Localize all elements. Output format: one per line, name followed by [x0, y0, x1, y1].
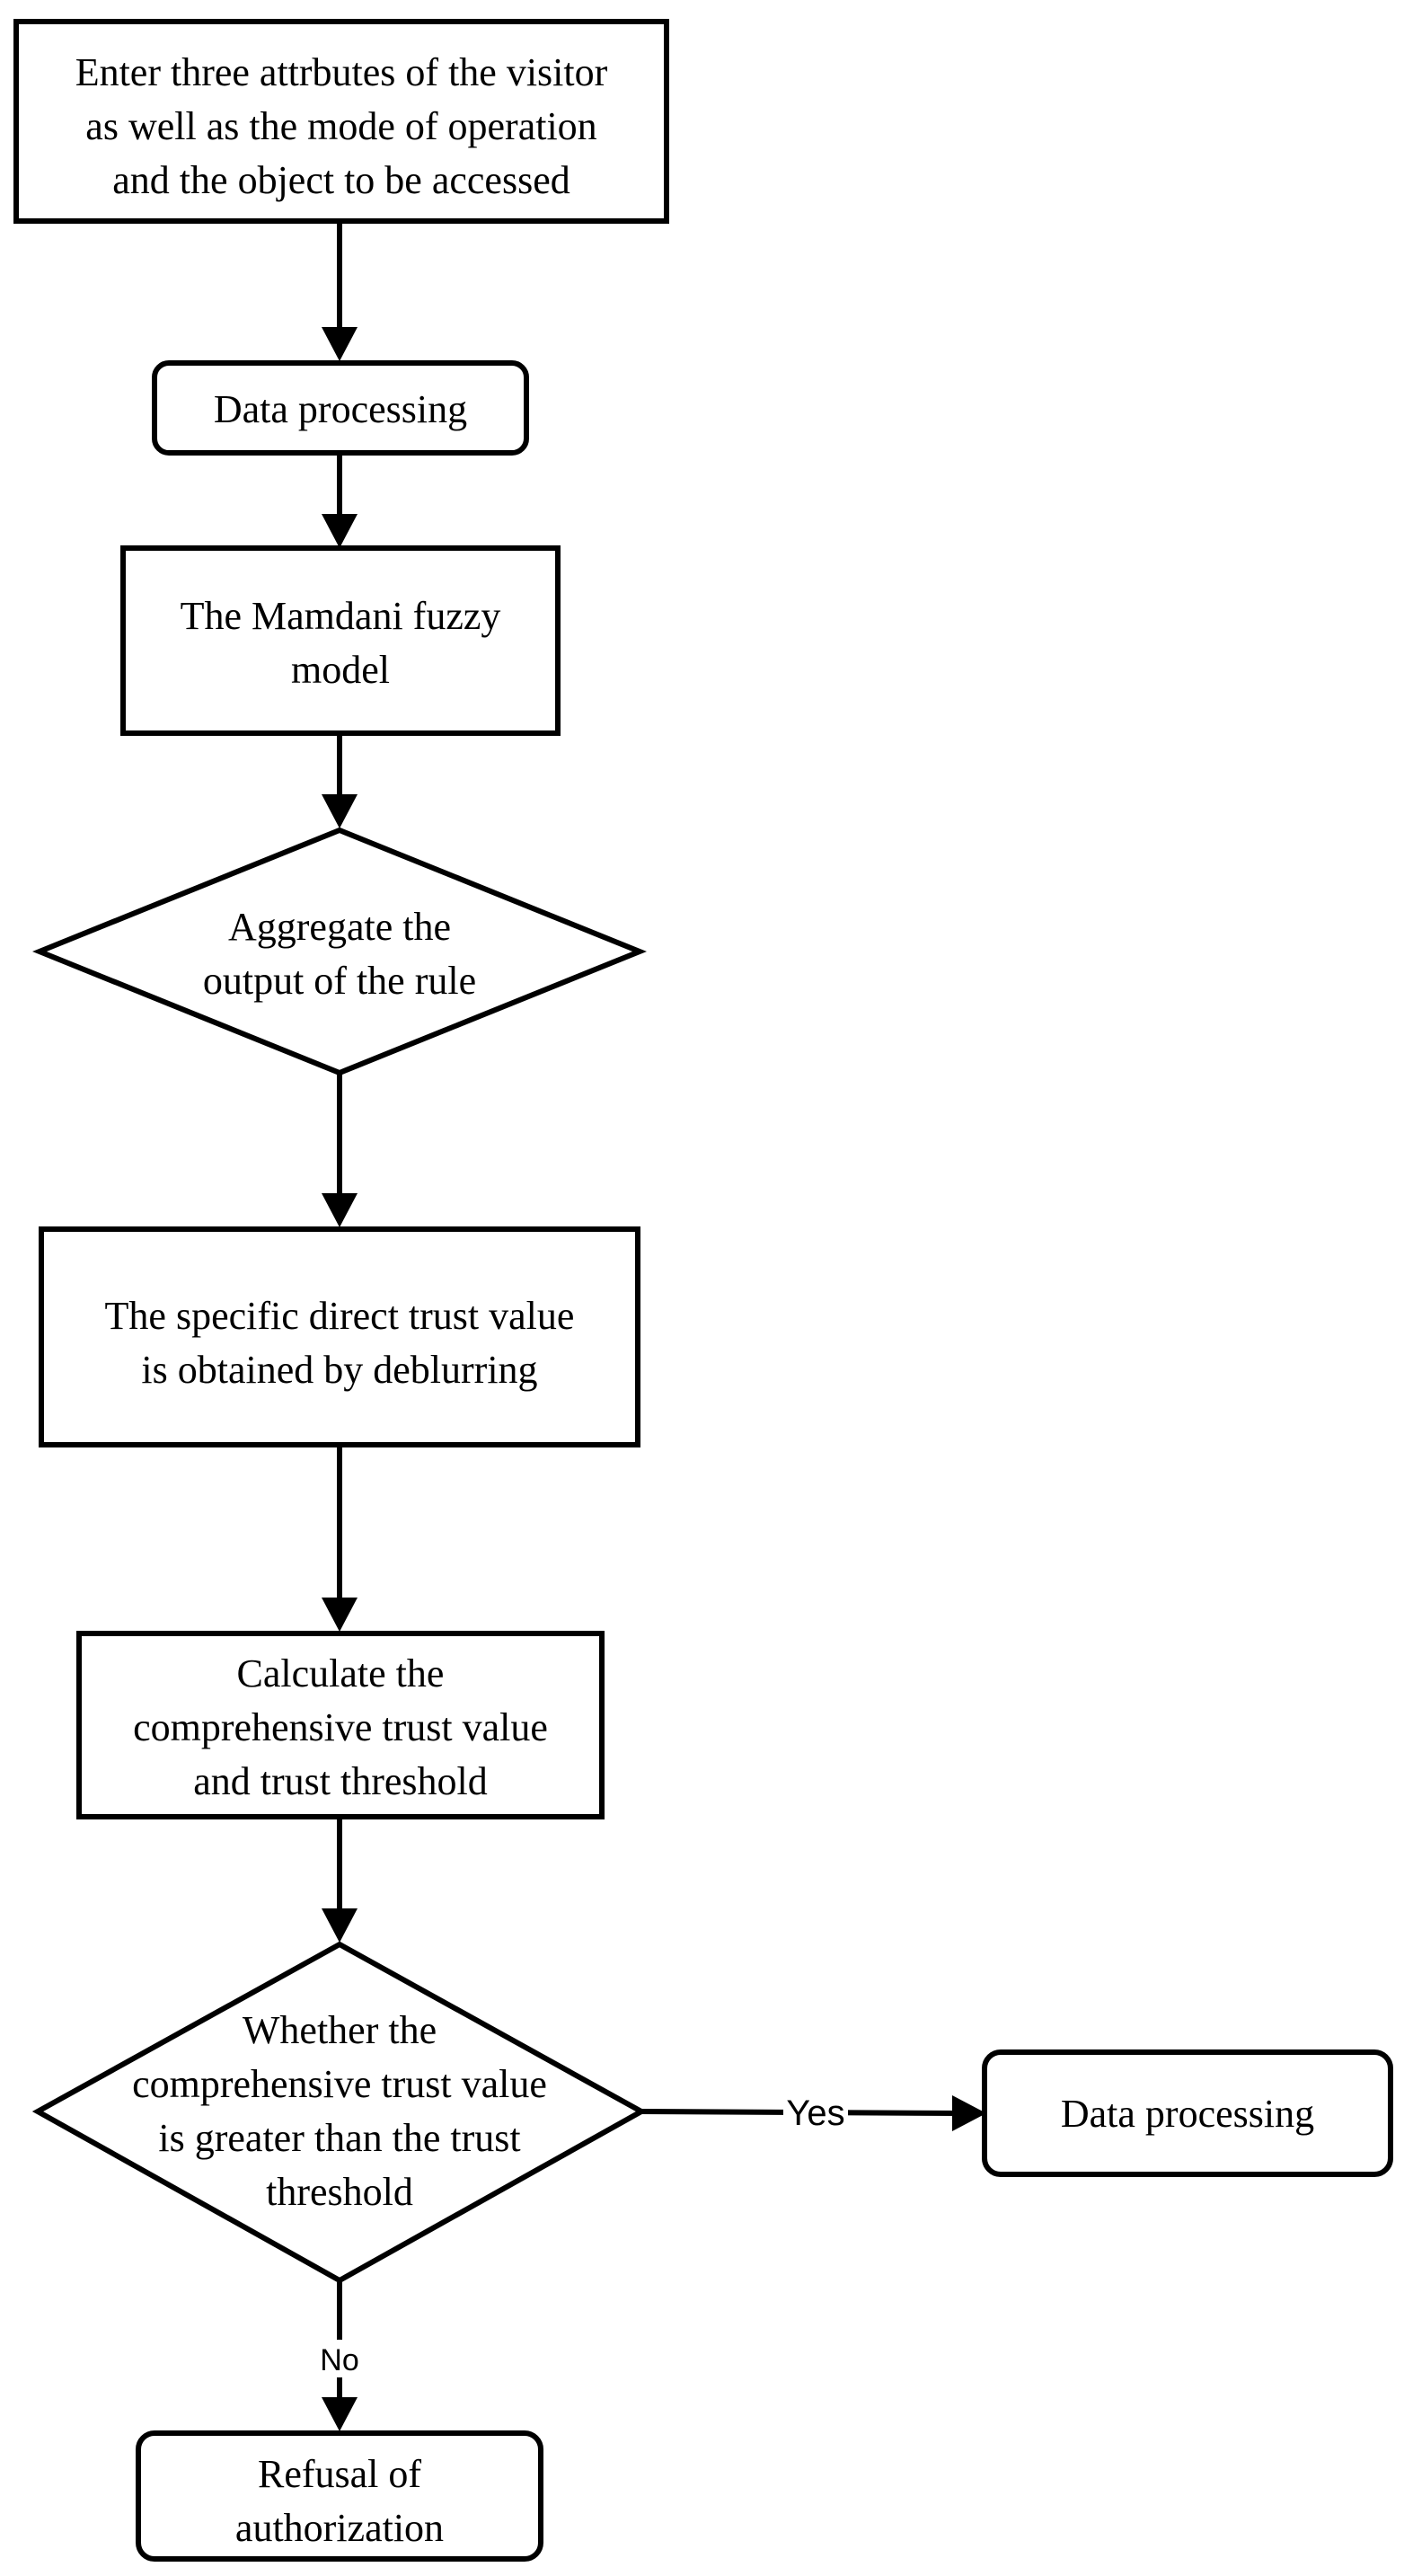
refusal-line-2: authorization — [235, 2506, 444, 2550]
aggregate-diamond — [31, 827, 648, 1076]
yes-label: Yes — [786, 2094, 844, 2133]
mamdani-box — [120, 545, 561, 736]
node-refusal: Refusal of authorization — [136, 2430, 543, 2562]
refusal-box — [136, 2430, 543, 2562]
direct-trust-box — [39, 1226, 640, 1447]
start-line-2: as well as the mode of operation — [85, 104, 596, 148]
calculate-line-1: Calculate the — [237, 1651, 445, 1695]
start-box — [13, 19, 669, 224]
arrowhead-refusal — [322, 2397, 358, 2431]
node-mamdani: The Mamdani fuzzy model — [120, 545, 561, 736]
decision-line-1: Whether the — [243, 2008, 437, 2052]
data-processing-2-box — [982, 2049, 1393, 2177]
arrowhead-aggregate — [322, 794, 358, 828]
arrowhead-calculate — [322, 1598, 358, 1632]
node-direct-trust: The specific direct trust value is obtai… — [39, 1226, 640, 1447]
refusal-line-1: Refusal of — [258, 2452, 421, 2496]
calculate-line-2: comprehensive trust value — [133, 1705, 548, 1749]
direct-trust-line-1: The specific direct trust value — [105, 1294, 575, 1338]
aggregate-line-1: Aggregate the — [228, 905, 451, 949]
calculate-box — [76, 1631, 605, 1819]
node-decision: Whether the comprehensive trust value is… — [31, 1941, 648, 2284]
node-aggregate: Aggregate the output of the rule — [31, 827, 648, 1076]
start-line-1: Enter three attrbutes of the visitor — [75, 50, 608, 94]
data-processing-2-label: Data processing — [1061, 2092, 1314, 2136]
no-label-background — [314, 2340, 365, 2377]
decision-diamond — [31, 1941, 648, 2284]
aggregate-line-2: output of the rule — [203, 959, 476, 1003]
mamdani-line-1: The Mamdani fuzzy — [181, 594, 501, 638]
node-calculate: Calculate the comprehensive trust value … — [76, 1631, 605, 1819]
arrowhead-direct-trust — [322, 1193, 358, 1227]
data-processing-box — [152, 360, 529, 456]
arrowhead-data-processing-2 — [952, 2095, 986, 2131]
calculate-line-3: and trust threshold — [193, 1759, 488, 1803]
start-line-3: and the object to be accessed — [112, 158, 570, 202]
decision-line-3: is greater than the trust — [158, 2116, 520, 2160]
node-data-processing-1: Data processing — [152, 360, 529, 456]
arrowhead-mamdani — [322, 514, 358, 548]
no-label: No — [320, 2343, 358, 2377]
decision-line-2: comprehensive trust value — [132, 2062, 547, 2106]
edge-labels: Yes No — [314, 2092, 848, 2377]
direct-trust-line-2: is obtained by deblurring — [141, 1348, 537, 1392]
node-start: Enter three attrbutes of the visitor as … — [13, 19, 669, 224]
mamdani-line-2: model — [291, 648, 390, 692]
decision-line-4: threshold — [266, 2170, 413, 2214]
arrowhead-data-processing — [322, 327, 358, 361]
node-data-processing-2: Data processing — [982, 2049, 1393, 2177]
data-processing-label: Data processing — [214, 387, 467, 431]
arrowhead-decision — [322, 1908, 358, 1943]
yes-label-background — [783, 2092, 848, 2133]
